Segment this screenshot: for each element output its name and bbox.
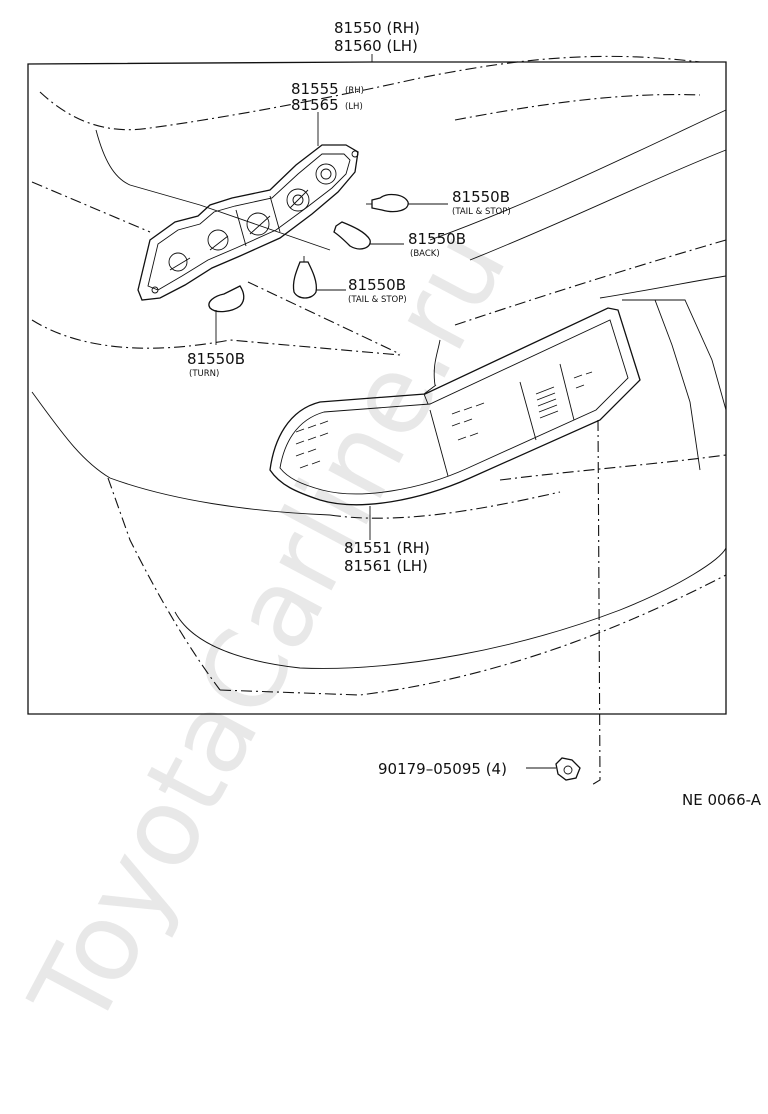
socket-plate-number-rh: 81555 xyxy=(291,80,339,98)
bulb-tail-lower-note: (TAIL & STOP) xyxy=(348,295,407,305)
bulb-turn-drawing xyxy=(208,285,245,313)
bulb-tail-lower-drawing xyxy=(292,256,318,299)
nut-label: 90179–05095 (4) xyxy=(378,760,507,778)
bulb-back-number: 81550B xyxy=(408,230,466,248)
socket-plate-number-lh: 81565 xyxy=(291,96,339,114)
housing-to-lens-line xyxy=(247,281,401,355)
bulb-back-note: (BACK) xyxy=(410,249,440,259)
bulb-tail-lower-number: 81550B xyxy=(348,276,406,294)
lens-to-nut-line xyxy=(589,419,601,787)
socket-plate-drawing xyxy=(137,144,359,301)
lens-drawing xyxy=(269,307,641,506)
socket-plate-suffix-rh: (RH) xyxy=(345,86,364,96)
nut-drawing xyxy=(526,757,581,781)
lens-label-lh: 81561 (LH) xyxy=(344,557,428,575)
bulb-turn-note: (TURN) xyxy=(189,369,219,379)
bulb-tail-upper-number: 81550B xyxy=(452,188,510,206)
bulb-back-drawing xyxy=(333,221,371,250)
car-body-outline xyxy=(31,55,727,696)
assembly-label-lh: 81560 (LH) xyxy=(334,37,418,55)
lens-label-rh: 81551 (RH) xyxy=(344,539,430,557)
diagram-frame xyxy=(27,61,727,715)
watermark: ToyotaCarline.ru xyxy=(7,211,531,1048)
bulb-turn-number: 81550B xyxy=(187,350,245,368)
bulb-tail-upper-note: (TAIL & STOP) xyxy=(452,207,511,217)
assembly-label-rh: 81550 (RH) xyxy=(334,19,420,37)
socket-plate-suffix-lh: (LH) xyxy=(345,102,363,112)
diagram-code: NE 0066-A xyxy=(682,791,762,809)
bulb-tail-upper-drawing xyxy=(366,193,409,213)
